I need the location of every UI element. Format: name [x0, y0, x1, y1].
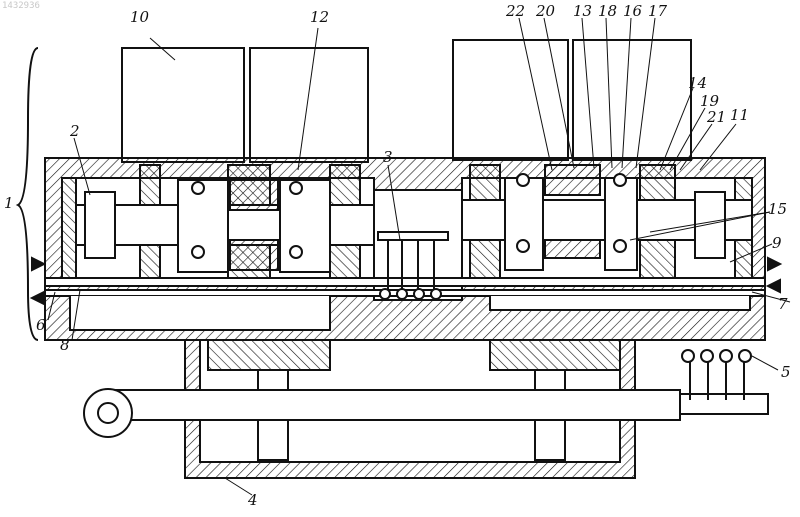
contact-strip-top	[378, 232, 448, 240]
label-part-21: 21	[707, 110, 726, 125]
label-part-20: 20	[536, 4, 555, 19]
seal-ball	[517, 240, 529, 252]
outlet-arrow-right-top	[768, 258, 780, 270]
electromagnet-block-12	[250, 48, 368, 162]
piston-rod	[110, 390, 680, 420]
electromagnet-block-10	[122, 48, 244, 162]
contact-ball	[414, 289, 424, 299]
rod-eye-hole	[98, 403, 118, 423]
sensor-ball	[682, 350, 694, 362]
sensor-ball	[739, 350, 751, 362]
right-piston-a	[505, 178, 543, 270]
label-part-1: 1	[4, 196, 14, 211]
left-channel-drop	[70, 296, 330, 330]
label-part-14: 14	[688, 76, 707, 91]
seal-ball	[192, 182, 204, 194]
label-part-22: 22	[506, 4, 525, 19]
cylinder-cap-left	[208, 340, 330, 370]
sensor-ball	[720, 350, 732, 362]
label-part-12: 12	[310, 10, 329, 25]
seal-ball	[290, 246, 302, 258]
channel-9	[45, 278, 765, 286]
right-piston-end	[695, 192, 725, 258]
label-part-18: 18	[598, 4, 617, 19]
label-part-19: 19	[700, 94, 719, 109]
label-part-4: 4	[248, 493, 258, 508]
sensor-ball	[701, 350, 713, 362]
left-piston-2	[85, 192, 115, 258]
label-part-7: 7	[778, 297, 788, 312]
seal-ball	[614, 240, 626, 252]
contact-ball	[431, 289, 441, 299]
right-piston-b	[605, 178, 637, 270]
right-channel-drop	[490, 296, 750, 310]
label-part-13: 13	[573, 4, 592, 19]
seal-ball	[614, 174, 626, 186]
label-part-15: 15	[768, 202, 787, 217]
seal-ball	[290, 182, 302, 194]
label-part-9: 9	[772, 236, 782, 251]
seal-ball	[192, 246, 204, 258]
contact-ball	[380, 289, 390, 299]
label-part-16: 16	[623, 4, 642, 19]
right-partition-b	[545, 165, 600, 195]
label-part-5: 5	[781, 365, 791, 380]
sensor-bar	[680, 394, 768, 414]
left-core-hatched-2	[230, 240, 278, 270]
inlet-arrow-left-bottom	[32, 292, 44, 304]
outlet-arrow-right-bottom	[768, 280, 780, 292]
electromagnet-block-right-b	[573, 40, 691, 160]
label-part-2: 2	[70, 124, 80, 139]
label-part-11: 11	[730, 108, 749, 123]
left-piston-center	[178, 180, 228, 272]
left-piston-right	[280, 180, 330, 272]
cylinder-cap-right	[490, 340, 620, 370]
label-part-10: 10	[130, 10, 149, 25]
contact-ball	[397, 289, 407, 299]
left-end-wall	[62, 178, 76, 278]
seal-ball	[517, 174, 529, 186]
left-core-hatched	[230, 180, 278, 210]
label-part-6: 6	[36, 318, 46, 333]
label-part-3: 3	[383, 150, 393, 165]
inlet-arrow-left-top	[32, 258, 44, 270]
label-part-8: 8	[60, 338, 70, 353]
electromagnet-block-right-a	[453, 40, 568, 160]
label-part-17: 17	[648, 4, 667, 19]
